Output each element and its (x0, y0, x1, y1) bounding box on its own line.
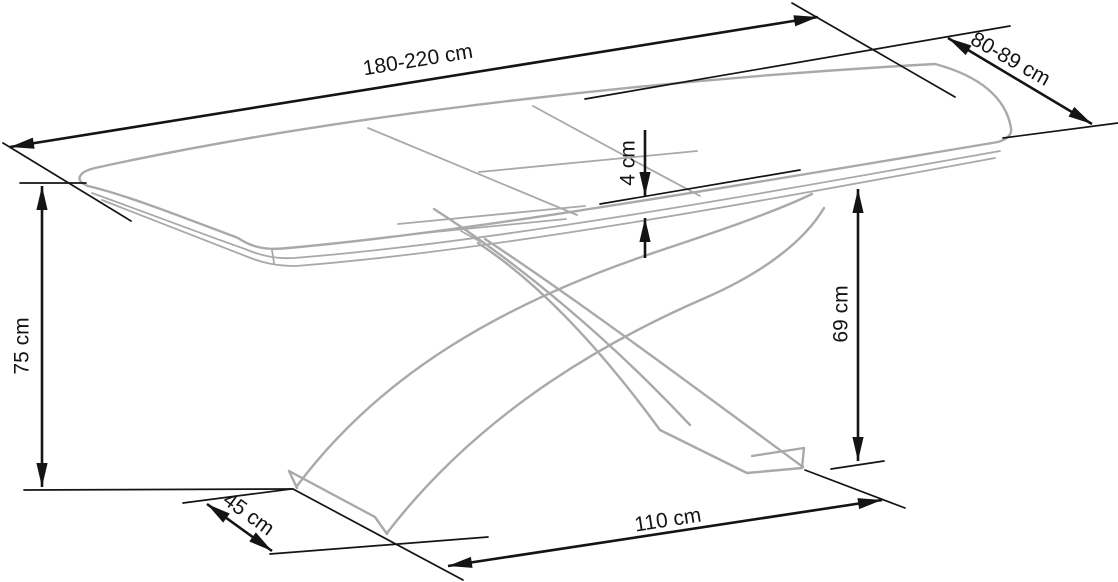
label-base-length: 110 cm (633, 504, 703, 537)
leg-left-bottom-edge (385, 206, 826, 535)
pedestal-x-base (287, 192, 826, 536)
leg-right-top-bracket (460, 230, 482, 243)
dim-line-foot-depth (206, 502, 273, 553)
clearance-tick-bottom (830, 460, 885, 470)
label-tabletop-thickness: 4 cm (617, 140, 640, 186)
depth-ext-top (584, 25, 1011, 100)
dim-line-base-length (447, 498, 883, 568)
edge-corner-divider (271, 249, 275, 264)
leg-right-front-edge (476, 241, 749, 475)
label-underside-clearance: 69 cm (830, 285, 853, 342)
base-ext-right (804, 469, 906, 509)
dimension-lines (9, 15, 1093, 568)
leaf-seam-left (367, 127, 578, 216)
tabletop-edge-band-lower (101, 157, 996, 267)
length-ext-left (2, 142, 132, 222)
base-ext-left (292, 488, 464, 581)
dim-line-length (9, 15, 819, 149)
tabletop-edge-band-upper (91, 150, 1001, 260)
leaf-seam-center (478, 150, 698, 173)
left-foot (287, 469, 389, 536)
dim-line-depth (947, 36, 1093, 126)
foot-depth-ext-far (182, 488, 292, 504)
right-foot (745, 446, 806, 475)
under-top-rail (397, 205, 586, 225)
tabletop-outline (78, 62, 1013, 267)
depth-ext-bottom (1002, 122, 1118, 139)
leg-right-inner-edge (432, 207, 692, 427)
leg-left-top-edge (295, 192, 814, 488)
ground-reference-line (23, 488, 294, 491)
label-total-height: 75 cm (11, 317, 34, 374)
under-top-rail-2 (423, 218, 567, 234)
label-tabletop-depth: 80-89 cm (967, 28, 1055, 91)
leg-right-back-edge (483, 237, 805, 469)
thickness-ref-top (599, 169, 801, 205)
foot-depth-ext-near (269, 536, 489, 555)
